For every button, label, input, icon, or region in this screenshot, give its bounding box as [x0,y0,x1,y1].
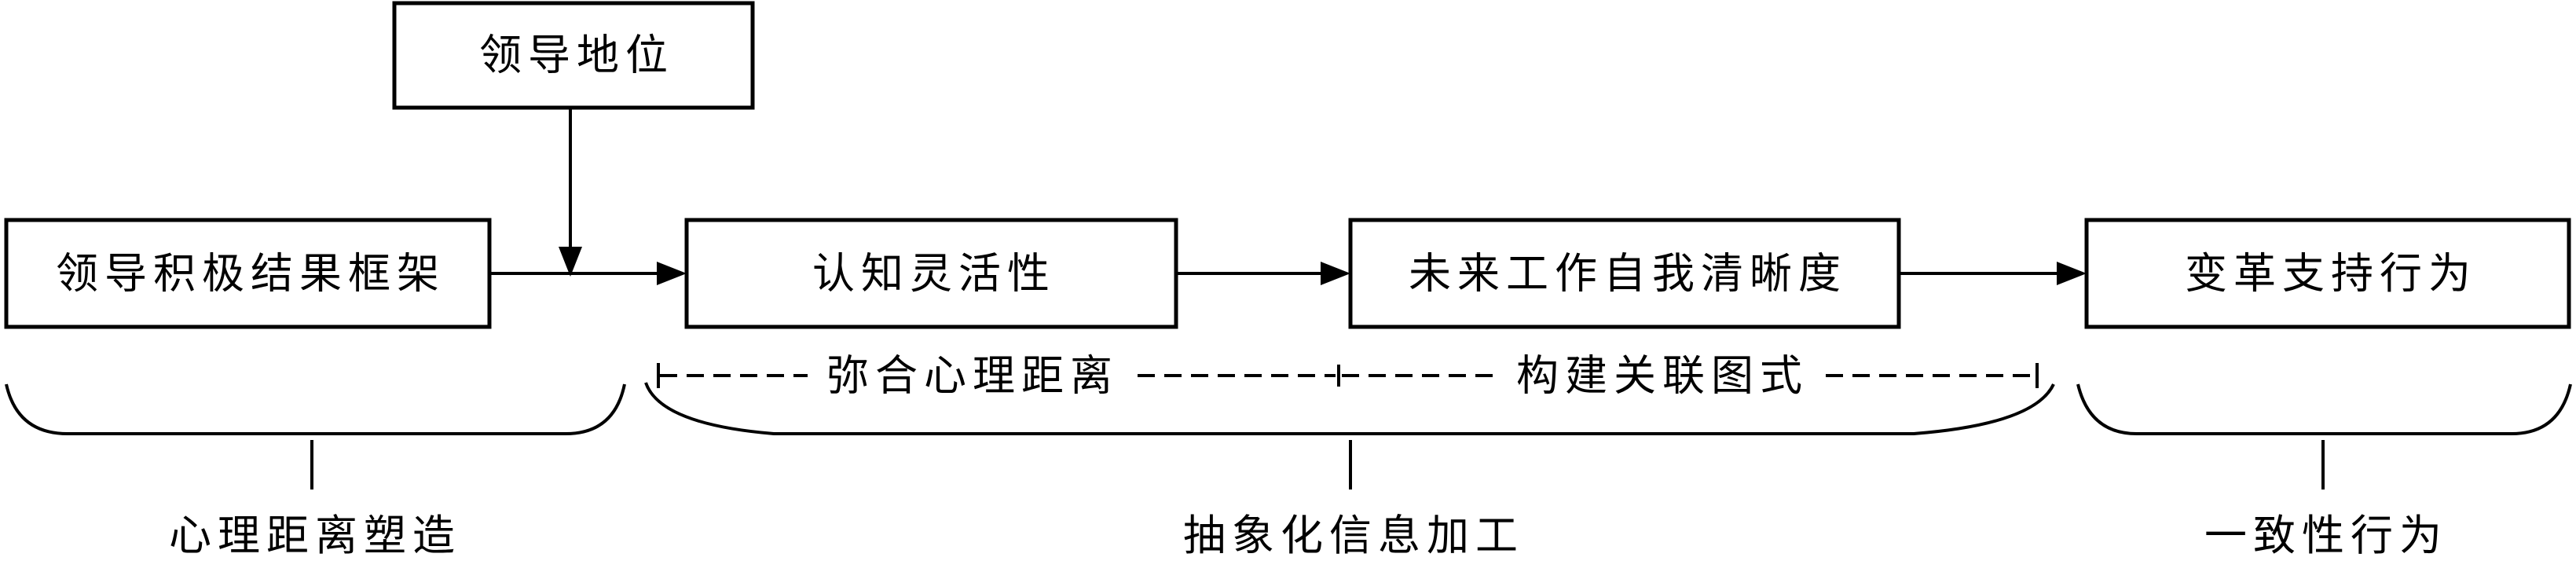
arrow-head [1321,262,1350,285]
node-box [392,1,755,110]
brace-curve [644,382,2055,435]
brace-distance-shaping [5,383,626,490]
node-cognitive-flexibility: 认知灵活性 [684,218,1178,329]
arrow-head [2057,262,2087,285]
node-label: 领导地位 [479,31,674,80]
node-label: 认知灵活性 [812,249,1056,299]
arrow-head [559,247,582,277]
node-leadership-status: 领导地位 [392,1,755,110]
path-label-bridge-distance: 弥合心理距离 [826,351,1119,401]
group-label-abstract-processing: 抽象化信息加工 [1183,511,1524,560]
brace-abstract-processing [644,382,2055,490]
node-box [4,218,492,329]
path-label-build-schema: 构建关联图式 [1516,351,1808,401]
node-change-support: 变革支持行为 [2084,218,2571,329]
arrow-framing-to-flexibility [489,262,687,285]
arrow-moderation [559,108,582,277]
node-label: 领导积极结果框架 [56,249,445,299]
node-label: 变革支持行为 [2185,249,2477,299]
arrow-clarity-to-change-support [1899,262,2087,285]
arrow-flexibility-to-clarity [1176,262,1350,285]
group-label-consistent-behavior: 一致性行为 [2204,511,2448,560]
group-label-distance-shaping: 心理距离塑造 [169,511,461,560]
brace-curve [2076,383,2572,435]
brace-curve [5,383,626,435]
arrow-head [657,262,687,285]
node-label: 未来工作自我清晰度 [1409,249,1847,299]
mechanism-dashed-line: 弥合心理距离 构建关联图式 [657,351,2039,401]
node-positive-framing: 领导积极结果框架 [4,218,492,329]
node-future-work-self-clarity: 未来工作自我清晰度 [1348,218,1901,329]
node-box [2084,218,2571,329]
brace-consistent-behavior [2076,383,2572,490]
